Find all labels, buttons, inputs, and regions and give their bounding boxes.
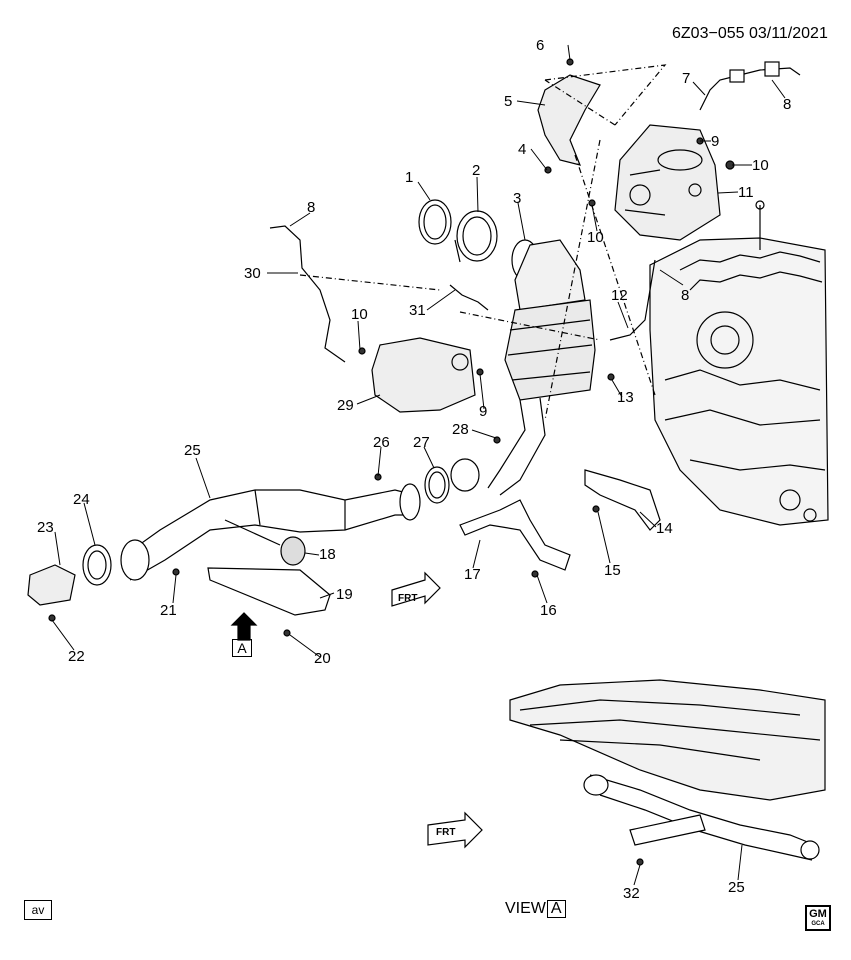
- oxygen-sensor-30: [269, 225, 346, 363]
- callout-9-top: 9: [711, 133, 720, 150]
- callout-20: 20: [314, 650, 331, 667]
- callout-30: 30: [244, 265, 261, 282]
- callout-4: 4: [518, 141, 527, 158]
- av-tag: av: [24, 900, 52, 920]
- callout-26: 26: [373, 434, 390, 451]
- callout-12: 12: [611, 287, 628, 304]
- callout-13: 13: [617, 389, 634, 406]
- view-prefix: VIEW: [505, 900, 546, 917]
- lower-heat-shield: [371, 337, 476, 413]
- callout-10-mid: 10: [587, 229, 604, 246]
- clamp-2: [456, 210, 498, 262]
- callout-7: 7: [682, 70, 691, 87]
- callout-23: 23: [37, 519, 54, 536]
- gm-logo-bottom: GCA: [811, 921, 825, 927]
- callout-3: 3: [513, 190, 522, 207]
- callout-17: 17: [464, 566, 481, 583]
- callout-15: 15: [604, 562, 621, 579]
- callout-16: 16: [540, 602, 557, 619]
- view-a-indicator: A: [232, 639, 252, 657]
- callout-1: 1: [405, 169, 414, 186]
- frt-arrow-upper: FRT: [398, 593, 418, 604]
- callout-10-top: 10: [752, 157, 769, 174]
- callout-2: 2: [472, 162, 481, 179]
- callout-14: 14: [656, 520, 673, 537]
- gm-logo-top: GM: [809, 908, 827, 920]
- frt-arrow-inset: FRT: [436, 827, 456, 838]
- callout-29: 29: [337, 397, 354, 414]
- insulator-18: [280, 536, 306, 566]
- callout-21: 21: [160, 602, 177, 619]
- callout-11: 11: [738, 184, 754, 201]
- fasteners: [48, 58, 735, 866]
- callout-25-inset: 25: [728, 879, 745, 896]
- callout-27: 27: [413, 434, 430, 451]
- inset-view-a: [509, 679, 826, 861]
- view-letter: A: [546, 900, 566, 918]
- callout-9-low: 9: [479, 403, 488, 420]
- callout-8-right: 8: [681, 287, 690, 304]
- gasket-27: [424, 466, 450, 504]
- callout-31: 31: [409, 302, 426, 319]
- oxygen-sensor-31: [449, 284, 489, 311]
- callout-32: 32: [623, 885, 640, 902]
- callout-8-top: 8: [783, 96, 792, 113]
- document-code: 6Z03−055 03/11/2021: [672, 25, 828, 42]
- bracket-19: [207, 567, 331, 616]
- bracket-17: [459, 499, 571, 571]
- frt-arrow-shapes: [230, 571, 483, 849]
- callout-19: 19: [336, 586, 353, 603]
- gasket-1: [418, 199, 452, 245]
- callout-24: 24: [73, 491, 90, 508]
- callout-28: 28: [452, 421, 469, 438]
- flange-23: [27, 564, 76, 606]
- callout-25-main: 25: [184, 442, 201, 459]
- leader-lines: [51, 44, 786, 886]
- bracket-5: [537, 74, 601, 166]
- upper-heat-shield: [614, 124, 721, 241]
- catalytic-converter: [487, 239, 596, 496]
- callout-8-left: 8: [307, 199, 316, 216]
- callout-22: 22: [68, 648, 85, 665]
- exhaust-pipe-25: [120, 483, 421, 581]
- oxygen-sensor-12: [609, 259, 656, 341]
- engine-block: [649, 200, 829, 526]
- callout-5: 5: [504, 93, 513, 110]
- gasket-24: [82, 544, 112, 586]
- callout-18: 18: [319, 546, 336, 563]
- callout-10-left: 10: [351, 306, 368, 323]
- bracket-14: [584, 469, 661, 531]
- callout-6: 6: [536, 37, 545, 54]
